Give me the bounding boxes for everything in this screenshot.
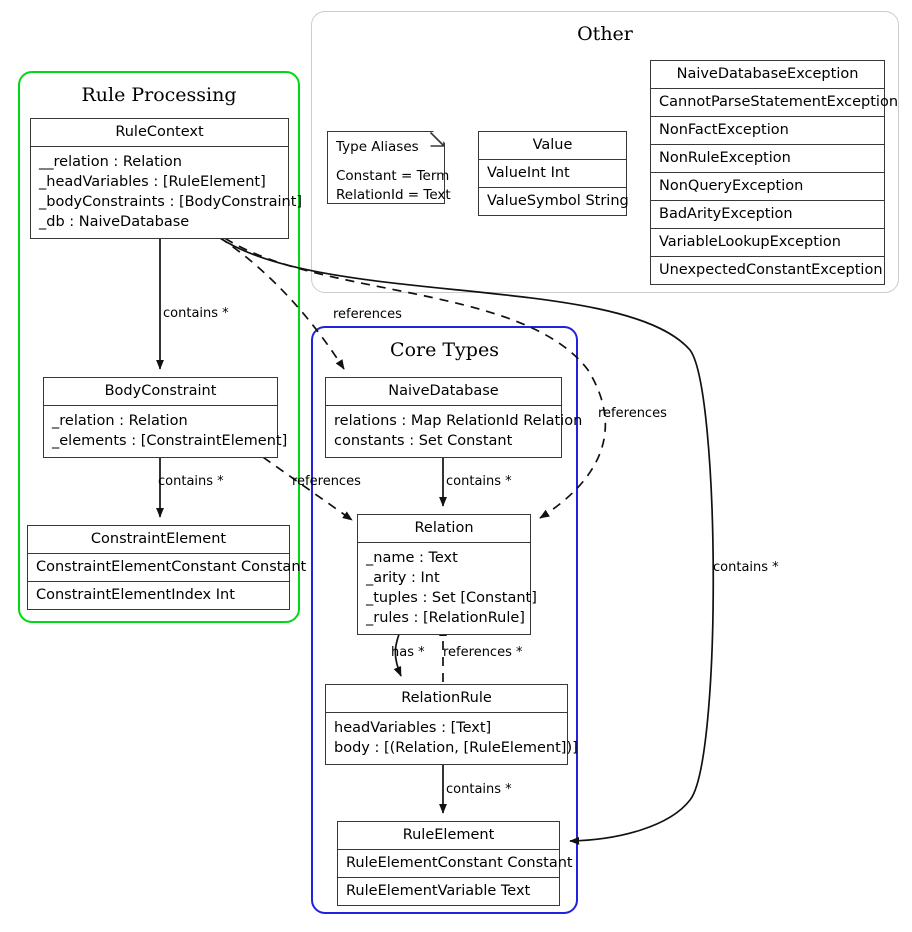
attribute-row: _arity : Int: [366, 570, 440, 586]
class-separator: [326, 405, 561, 406]
attribute-row: constants : Set Constant: [334, 433, 513, 449]
attribute-row: _rules : [RelationRule]: [366, 610, 525, 626]
class-box-ruleelement[interactable]: RuleElement RuleElementConstant Constant…: [337, 821, 573, 906]
edge-label-references-rulecontext-relation: references: [598, 406, 667, 421]
class-separator: [44, 405, 277, 406]
class-separator: [651, 256, 884, 257]
attribute-row: _db : NaiveDatabase: [39, 214, 190, 230]
attribute-row: _elements : [ConstraintElement]: [52, 433, 288, 449]
class-name-ruleelement: RuleElement: [402, 827, 495, 843]
class-row: VariableLookupException: [659, 234, 841, 250]
attribute-row: _bodyConstraints : [BodyConstraint]: [39, 194, 303, 210]
edge-label-references-bodyconstraint-relation: references: [292, 474, 361, 489]
edge-label-references-rulecontext-naivedatabase: references: [333, 307, 402, 322]
attribute-row: body : [(Relation, [RuleElement])]: [334, 740, 578, 756]
note-title: Type Aliases: [336, 139, 419, 155]
class-box-relation[interactable]: Relation _name : Text _arity : Int _tupl…: [357, 514, 537, 635]
class-row: UnexpectedConstantException: [659, 262, 883, 278]
class-row: ConstraintElementConstant Constant: [36, 559, 307, 575]
attribute-row: relations : Map RelationId Relation: [334, 413, 583, 429]
edge-label-contains-relationrule-ruleelement: contains *: [446, 782, 512, 797]
package-rule-processing-title: Rule Processing: [81, 84, 237, 106]
class-separator: [338, 877, 559, 878]
class-attributes-bodyconstraint: _relation : Relation _elements : [Constr…: [44, 406, 288, 457]
class-attributes-naivedatabase: relations : Map RelationId Relation cons…: [326, 406, 583, 457]
class-box-bodyconstraint[interactable]: BodyConstraint _relation : Relation _ele…: [43, 377, 288, 458]
class-attributes-relation: _name : Text _arity : Int _tuples : Set …: [358, 543, 537, 634]
class-box-constraintelement[interactable]: ConstraintElement ConstraintElementConst…: [27, 525, 307, 610]
note-spacer: [336, 157, 437, 167]
attribute-row: _relation : Relation: [52, 413, 188, 429]
class-attributes-relationrule: headVariables : [Text] body : [(Relation…: [326, 713, 578, 764]
class-separator: [338, 849, 559, 850]
class-separator: [31, 146, 288, 147]
attribute-row: headVariables : [Text]: [334, 720, 492, 736]
class-separator: [28, 581, 289, 582]
edge-label-contains-bodyconstraint-constraintelement: contains *: [158, 474, 224, 489]
class-name-relationrule: RelationRule: [401, 690, 492, 706]
class-separator: [479, 159, 626, 160]
note-type-aliases[interactable]: Type Aliases Constant = Term RelationId …: [327, 130, 451, 204]
package-other-title: Other: [577, 23, 633, 45]
class-row: CannotParseStatementException: [659, 94, 899, 110]
class-separator: [651, 88, 884, 89]
attribute-row: _headVariables : [RuleElement]: [39, 174, 266, 190]
class-separator: [651, 228, 884, 229]
class-separator: [651, 172, 884, 173]
edge-label-has-relation-relationrule: has *: [391, 645, 425, 660]
attribute-row: _name : Text: [366, 550, 458, 566]
class-row: ValueInt Int: [487, 165, 570, 181]
class-row: ConstraintElementIndex Int: [36, 587, 235, 603]
class-separator: [479, 187, 626, 188]
class-name-constraintelement: ConstraintElement: [90, 531, 227, 547]
class-row: BadArityException: [659, 206, 793, 222]
edge-label-contains-rulecontext-ruleelement: contains *: [713, 560, 779, 575]
edge-label-references-relationrule-relation: references *: [443, 645, 523, 660]
note-alias-row: Constant = Term: [336, 168, 450, 184]
class-row: RuleElementVariable Text: [346, 883, 531, 899]
package-core-types-title: Core Types: [390, 339, 499, 361]
class-box-naivedatabaseexception[interactable]: NaiveDatabaseException CannotParseStatem…: [650, 60, 899, 285]
edge-label-contains-rulecontext-bodyconstraint: contains *: [163, 306, 229, 321]
class-separator: [326, 712, 567, 713]
class-box-rulecontext[interactable]: RuleContext __relation : Relation _headV…: [30, 118, 303, 239]
class-row: RuleElementConstant Constant: [346, 855, 573, 871]
class-separator: [651, 116, 884, 117]
note-alias-row: RelationId = Text: [336, 187, 451, 203]
class-row: ValueSymbol String: [487, 193, 629, 209]
class-attributes-rulecontext: __relation : Relation _headVariables : […: [31, 147, 303, 238]
attribute-row: __relation : Relation: [39, 154, 182, 170]
class-separator: [358, 542, 530, 543]
class-separator: [651, 200, 884, 201]
class-name-relation: Relation: [414, 520, 474, 536]
class-box-value[interactable]: Value ValueInt Int ValueSymbol String: [478, 131, 629, 216]
class-separator: [651, 144, 884, 145]
class-row: NonFactException: [659, 122, 789, 138]
edge-label-contains-naivedatabase-relation: contains *: [446, 474, 512, 489]
attribute-row: _tuples : Set [Constant]: [366, 590, 537, 606]
class-name-value: Value: [532, 137, 573, 153]
class-row: NonQueryException: [659, 178, 804, 194]
class-name-bodyconstraint: BodyConstraint: [104, 383, 217, 399]
class-name-naivedatabase: NaiveDatabase: [388, 383, 499, 399]
class-name-rulecontext: RuleContext: [115, 124, 204, 140]
class-box-naivedatabase[interactable]: NaiveDatabase relations : Map RelationId…: [325, 377, 583, 458]
class-box-relationrule[interactable]: RelationRule headVariables : [Text] body…: [325, 684, 578, 765]
class-row: NonRuleException: [659, 150, 791, 166]
class-separator: [28, 553, 289, 554]
class-name-naivedatabaseexception: NaiveDatabaseException: [676, 66, 859, 82]
